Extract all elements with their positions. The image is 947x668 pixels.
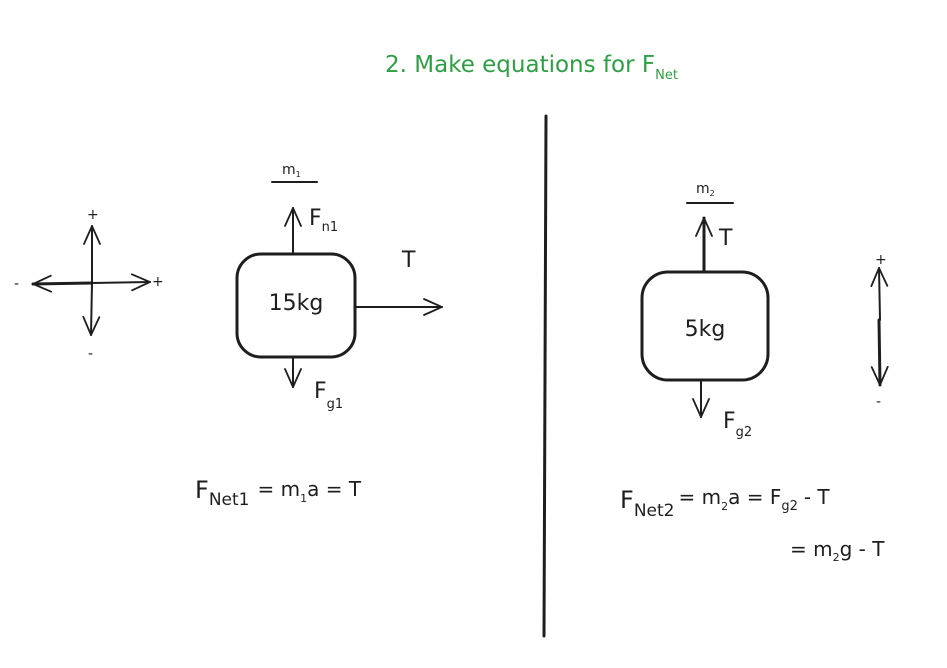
block2-mass: 5kg <box>685 317 726 342</box>
axis-plus: + <box>875 252 887 268</box>
axis-minus-down: - <box>88 346 93 362</box>
axis-plus-right: + <box>152 274 164 290</box>
gravity-force-label-1: Fg1 <box>314 379 343 412</box>
axis-arrow-up-2 <box>879 268 880 321</box>
right-sign-axis: + - <box>875 252 887 410</box>
block-1-diagram: m1 15kg Fn1 Fg1 T <box>235 162 443 412</box>
equation-1: FNet1= m1a = T <box>195 476 362 510</box>
axis-arrow-down <box>91 282 92 335</box>
equation-2-line-2: = m2g - T <box>790 537 885 564</box>
axis-minus-left: - <box>14 276 19 292</box>
axis-arrow-down-2 <box>879 318 880 387</box>
block-1 <box>235 252 357 359</box>
normal-force-label: Fn1 <box>309 206 338 235</box>
divider-line <box>542 114 548 638</box>
section-title: 2. Make equations for FNet <box>385 52 678 83</box>
axis-arrow-right <box>91 282 150 283</box>
mass1-label: m1 <box>282 162 301 179</box>
axis-arrow-left <box>31 283 94 284</box>
left-sign-axes: + - - + <box>14 207 164 362</box>
axis-plus-up: + <box>87 207 99 223</box>
block1-mass: 15kg <box>269 291 324 316</box>
gravity-force-label-2: Fg2 <box>723 409 752 440</box>
mass2-label: m2 <box>696 181 715 198</box>
tension-label-2: T <box>718 226 733 251</box>
equation-2: FNet2= m2a = Fg2- T <box>620 485 830 521</box>
tension-label-1: T <box>401 248 416 273</box>
block-2-diagram: m2 5kg T Fg2 <box>640 181 770 440</box>
axis-minus: - <box>876 394 881 410</box>
